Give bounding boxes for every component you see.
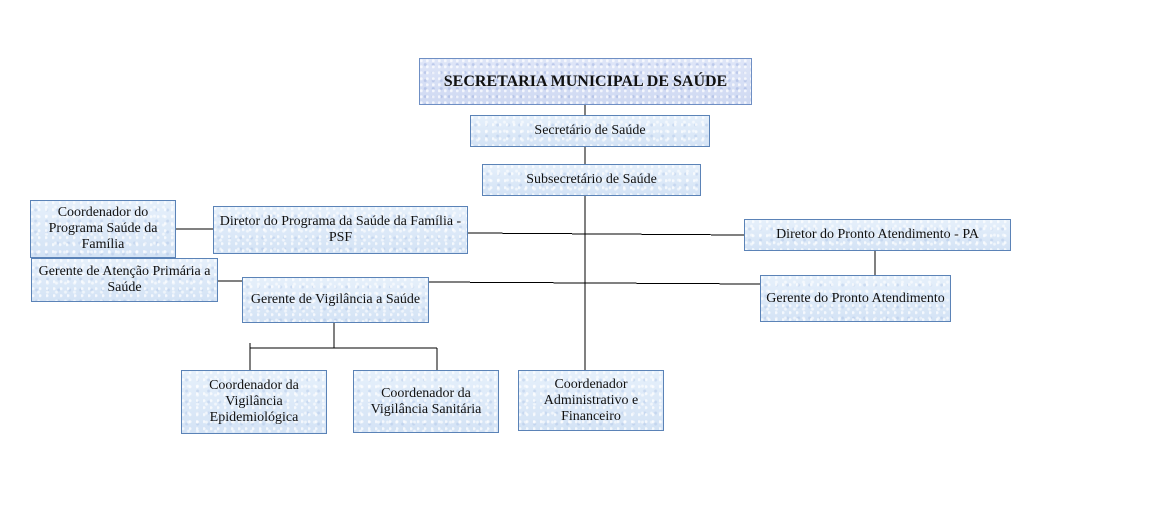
connector-vigilancia-to-gerente-pa: [427, 281, 762, 285]
coordenador-psf-box: Coordenador do Programa Saúde da Família: [30, 200, 176, 258]
connector-psf-to-pa: [466, 232, 746, 236]
gerente-pa-box: Gerente do Pronto Atendimento: [760, 275, 951, 322]
secretario-box: Secretário de Saúde: [470, 115, 710, 147]
gerente-vigilancia-box: Gerente de Vigilância a Saúde: [242, 277, 429, 323]
subsecretario-box: Subsecretário de Saúde: [482, 164, 701, 196]
coordenador-epidemiologica-box: Coordenador da Vigilância Epidemiológica: [181, 370, 327, 434]
secretaria-municipal-box: SECRETARIA MUNICIPAL DE SAÚDE: [419, 58, 752, 105]
diretor-psf-box: Diretor do Programa da Saúde da Família …: [213, 206, 468, 254]
diretor-pa-box: Diretor do Pronto Atendimento - PA: [744, 219, 1011, 251]
coordenador-administrativo-box: Coordenador Administrativo e Financeiro: [518, 370, 664, 431]
coordenador-sanitaria-box: Coordenador da Vigilância Sanitária: [353, 370, 499, 433]
gerente-atencao-box: Gerente de Atenção Primária a Saúde: [31, 258, 218, 302]
